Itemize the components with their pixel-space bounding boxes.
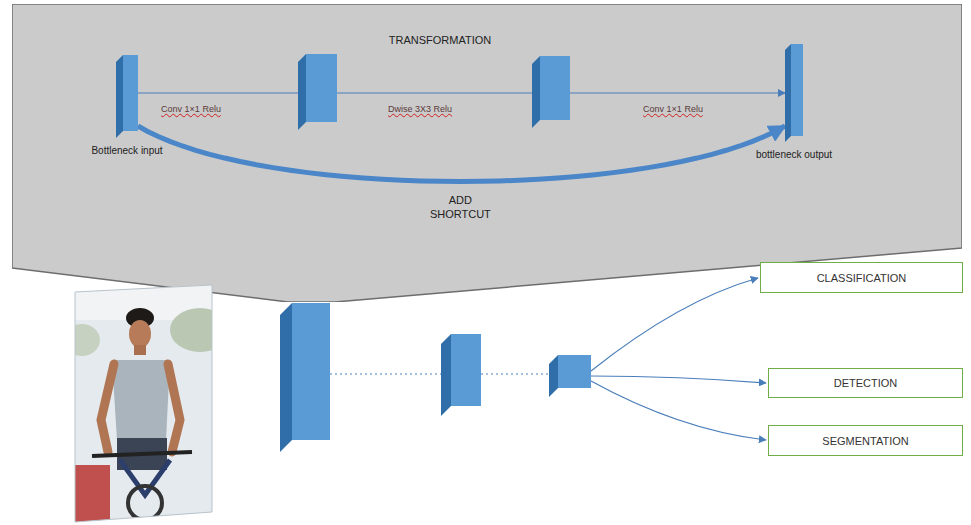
flow-line xyxy=(138,92,298,93)
feature-slab xyxy=(280,303,330,452)
block-shape xyxy=(116,55,138,138)
block-face xyxy=(123,55,138,131)
task-arrow xyxy=(591,376,766,383)
task-label: CLASSIFICATION xyxy=(817,272,907,284)
bottleneck-block: Bottleneck input xyxy=(116,55,138,138)
flow-arrow xyxy=(570,92,785,93)
flow-line xyxy=(337,92,532,93)
block-caption: Bottleneck input xyxy=(91,145,162,156)
task-label: SEGMENTATION xyxy=(822,435,908,447)
feature-slab xyxy=(298,54,337,130)
operation-label-holder: Conv 1×1 Relu xyxy=(159,98,223,116)
feature-slab xyxy=(441,334,481,416)
input-photo xyxy=(64,280,230,525)
feature-slab xyxy=(532,56,570,128)
panel-title: TRANSFORMATION xyxy=(0,34,915,46)
operation-label-holder: Dwise 3X3 Relu xyxy=(386,98,454,116)
block-shape xyxy=(785,44,803,142)
bottleneck-block: bottleneck output xyxy=(785,44,803,142)
task-arrow xyxy=(591,278,758,371)
dotted-line xyxy=(481,373,549,374)
block-caption-holder: Bottleneck input xyxy=(91,145,162,156)
block-side xyxy=(116,55,123,138)
edge-label: ADD SHORTCUT xyxy=(430,193,491,222)
operation-label: Dwise 3X3 Relu xyxy=(386,104,454,114)
task-arrow xyxy=(591,381,766,440)
feature-slab xyxy=(549,355,591,397)
operation-label-holder: Conv 1×1 Relu xyxy=(641,98,705,116)
block-caption: bottleneck output xyxy=(756,149,832,160)
task-box: SEGMENTATION xyxy=(768,425,963,456)
operation-label: Conv 1×1 Relu xyxy=(641,104,705,114)
dotted-line xyxy=(330,373,441,374)
task-box: DETECTION xyxy=(768,368,963,398)
transformation-panel: TRANSFORMATIONBottleneck inputbottleneck… xyxy=(12,4,962,302)
edge-label-holder: ADD SHORTCUT xyxy=(430,193,491,222)
task-label: DETECTION xyxy=(834,377,898,389)
block-caption-holder: bottleneck output xyxy=(756,149,832,160)
operation-label: Conv 1×1 Relu xyxy=(159,104,223,114)
block-side xyxy=(785,44,791,142)
panel-shape xyxy=(12,4,962,302)
task-box: CLASSIFICATION xyxy=(760,262,963,293)
block-face xyxy=(791,44,803,136)
